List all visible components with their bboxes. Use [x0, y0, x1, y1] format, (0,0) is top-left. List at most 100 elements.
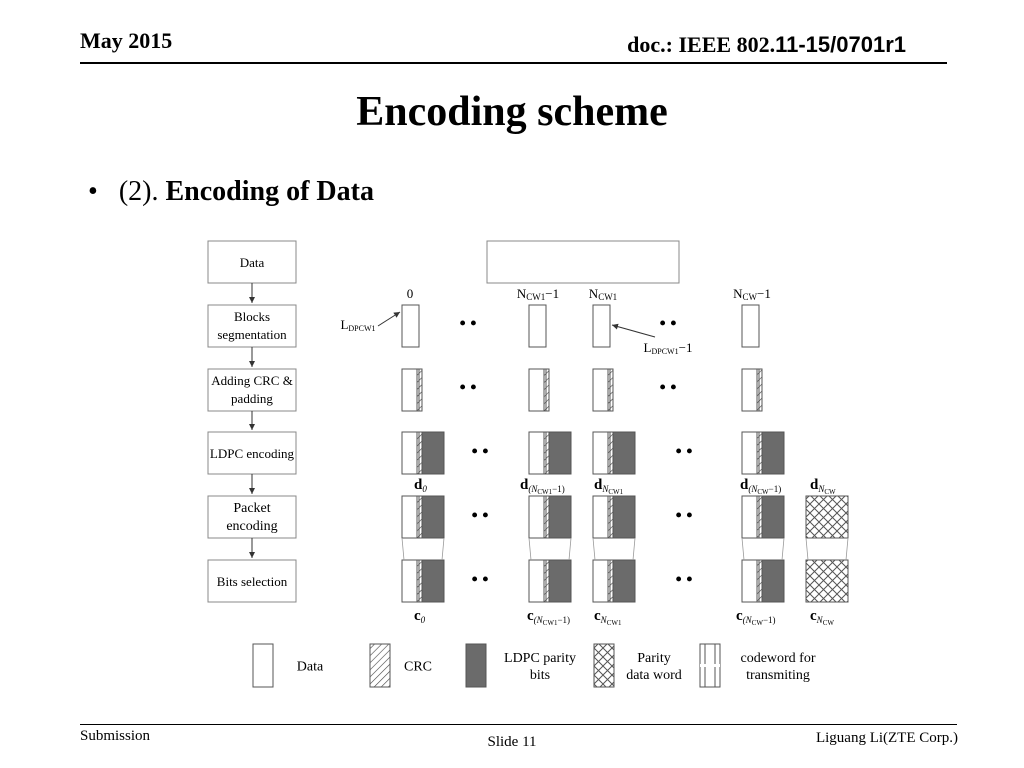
- source-data-box: [486, 240, 680, 284]
- label-d-ncw1-main: d: [594, 477, 603, 493]
- ldpc-parity-segment: [612, 431, 636, 475]
- data-segment: [528, 495, 547, 539]
- legend-label-ldpc: bits: [530, 668, 550, 683]
- index-label-ncw1-minus-1-suffix: −1: [545, 286, 559, 301]
- label-d-ncw-minus-1-sub: (N: [748, 484, 758, 494]
- block-length-suffix: −1: [679, 340, 693, 355]
- selection-link: [401, 537, 445, 561]
- index-label-ncw-minus-1-suffix: −1: [757, 286, 771, 301]
- flow-step-label: Packet: [233, 501, 270, 516]
- header-doc-id: doc.: IEEE 802.11-15/0701r1: [627, 32, 906, 58]
- ldpc-parity-segment: [421, 495, 445, 539]
- label-d0-sub: 0: [422, 484, 427, 494]
- doc-suffix: 11-15/0701r1: [775, 32, 906, 57]
- data-segment: [401, 495, 420, 539]
- label-d-ncw1-minus-1-main: d: [520, 477, 529, 493]
- crc-segment: [607, 495, 614, 539]
- data-segment: [528, 559, 547, 603]
- bullet-text: Encoding of Data: [165, 176, 374, 207]
- flow-step-label: Blocks: [234, 309, 270, 324]
- data-segment: [592, 431, 611, 475]
- flow-step-box: [207, 559, 297, 603]
- data-segment: [741, 431, 760, 475]
- label-c-ncw1-sub2: CW1: [607, 619, 622, 627]
- flow-step-label: LDPC encoding: [210, 446, 295, 461]
- index-label-ncw-minus-1-main: N: [733, 286, 743, 301]
- slide-title: Encoding scheme: [356, 89, 668, 135]
- label-d0-main: d: [414, 477, 423, 493]
- bullet-number: (2).: [118, 176, 159, 207]
- ellipsis: • •: [471, 505, 488, 525]
- label-d-ncw1-sub: N: [601, 484, 609, 494]
- label-d-ncw-main: d: [810, 477, 819, 493]
- data-segment: [741, 368, 760, 412]
- ldpc-parity-segment: [612, 495, 636, 539]
- block-length-arrow: [377, 311, 401, 327]
- flow-step-box: [207, 304, 297, 348]
- crc-segment: [543, 559, 550, 603]
- crc-segment: [607, 559, 614, 603]
- crc-segment: [416, 559, 423, 603]
- header-date: May 2015: [80, 28, 173, 53]
- label-d-ncw-minus-1-sub3: −1): [769, 484, 782, 494]
- bullet-dot: •: [88, 176, 98, 207]
- index-label-ncw1-minus-1-main: N: [517, 286, 527, 301]
- index-label-ncw-minus-1: NCW−1: [733, 286, 771, 302]
- ldpc-parity-segment: [761, 559, 785, 603]
- ellipsis: • •: [675, 569, 692, 589]
- ldpc-parity-segment: [761, 495, 785, 539]
- ellipsis: • •: [471, 569, 488, 589]
- ldpc-parity-segment: [548, 559, 572, 603]
- ellipsis: • •: [659, 313, 676, 333]
- label-c-ncw-sub2: CW: [823, 619, 835, 627]
- label-c-ncw1-sub: N: [600, 615, 608, 625]
- flow-step-label: padding: [231, 391, 273, 406]
- data-segment: [741, 495, 760, 539]
- selection-link: [592, 537, 636, 561]
- data-segment: [741, 304, 760, 348]
- label-c0-main: c: [414, 608, 421, 624]
- legend-label-codeword: transmiting: [746, 668, 810, 683]
- legend-label-ldpc: LDPC parity: [504, 651, 576, 666]
- block-grid: [401, 240, 849, 603]
- label-c-ncw1-minus-1-sub2: CW1: [543, 619, 558, 627]
- label-c-ncw: cNCW: [810, 608, 834, 627]
- index-label-ncw1-sub: CW1: [598, 292, 617, 302]
- index-label-ncw1-minus-1-sub: CW1: [526, 292, 545, 302]
- block-length-main: L: [644, 340, 652, 355]
- selection-link: [805, 537, 849, 561]
- crc-segment: [543, 368, 550, 412]
- index-label-ncw-minus-1-sub: CW: [743, 292, 758, 302]
- legend-label-crc: CRC: [404, 660, 432, 675]
- data-segment: [592, 368, 611, 412]
- ellipsis: • •: [471, 441, 488, 461]
- footer-rule: [80, 724, 957, 725]
- parity-data-word-block: [805, 559, 849, 603]
- label-c-ncw1-main: c: [594, 608, 601, 624]
- label-c-ncw1-minus-1-sub3: −1): [557, 615, 570, 625]
- block-length-sub: DPCW1: [348, 324, 375, 333]
- legend-label-parity: Parity: [637, 651, 670, 666]
- index-label-0: 0: [407, 286, 414, 301]
- label-c-ncw-minus-1: c(NCW−1): [736, 608, 776, 627]
- label-d-ncw1-minus-1-sub3: −1): [552, 484, 565, 494]
- label-c0-sub: 0: [421, 615, 426, 625]
- crc-segment: [607, 431, 614, 475]
- block-length-label-2: LDPCW1−1: [644, 340, 693, 356]
- doc-prefix: doc.: IEEE 802.: [627, 32, 776, 57]
- ldpc-parity-segment: [548, 495, 572, 539]
- label-d-ncw: dNCW: [810, 477, 836, 496]
- footer-author: Liguang Li(ZTE Corp.): [815, 730, 958, 746]
- parity-data-word-block: [805, 495, 849, 539]
- index-label-ncw1-minus-1: NCW1−1: [517, 286, 559, 302]
- flow-step-label: encoding: [226, 519, 277, 534]
- block-length-arrow: [611, 323, 656, 338]
- label-c-ncw-main: c: [810, 608, 817, 624]
- ellipsis: • •: [459, 313, 476, 333]
- ldpc-parity-segment: [761, 431, 785, 475]
- ellipsis: • •: [675, 441, 692, 461]
- crc-segment: [416, 495, 423, 539]
